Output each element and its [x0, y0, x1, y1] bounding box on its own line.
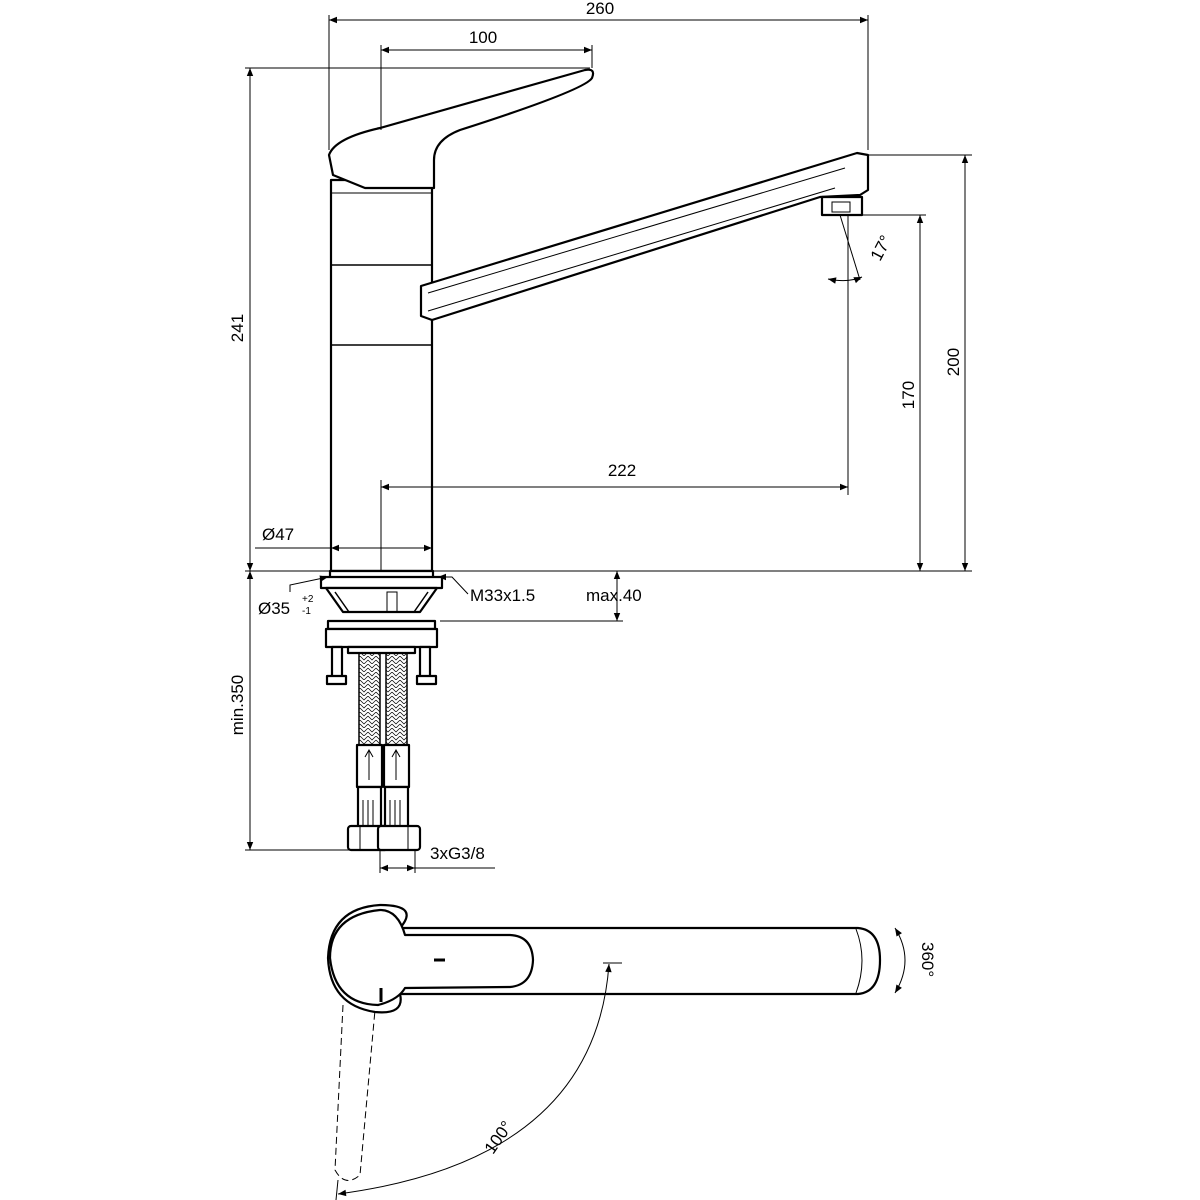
lever-handle [327, 68, 595, 190]
dim-connections: 3xG3/8 [430, 844, 485, 863]
dim-260: 260 [586, 0, 614, 18]
lever-ghost [334, 1004, 376, 1181]
dim-max-40: max.40 [586, 586, 642, 605]
dimensions: 260 100 241 200 170 222 Ø47 Ø35 +2 -1 M3… [228, 0, 972, 873]
hoses [346, 652, 422, 852]
tolerance-minus: -1 [302, 606, 311, 617]
dim-min-350: min.350 [228, 675, 247, 735]
spout [419, 151, 870, 322]
angle-360: 360° [918, 942, 937, 977]
base-ring [319, 575, 444, 590]
angle-100: 100° [481, 1118, 517, 1158]
dim-diameter-35: Ø35 [258, 599, 290, 618]
tolerance-plus: +2 [302, 594, 314, 605]
dim-200: 200 [944, 348, 963, 376]
angle-17: 17° [867, 232, 896, 264]
dim-100: 100 [469, 28, 497, 47]
top-view: 100° 360° [326, 903, 937, 1200]
dim-diameter-47: Ø47 [262, 525, 294, 544]
side-view [319, 68, 870, 852]
dim-222: 222 [608, 461, 636, 480]
thread-label: M33x1.5 [470, 586, 535, 605]
dim-241: 241 [228, 314, 247, 342]
dim-170: 170 [899, 381, 918, 409]
fixing-nut [324, 627, 439, 649]
